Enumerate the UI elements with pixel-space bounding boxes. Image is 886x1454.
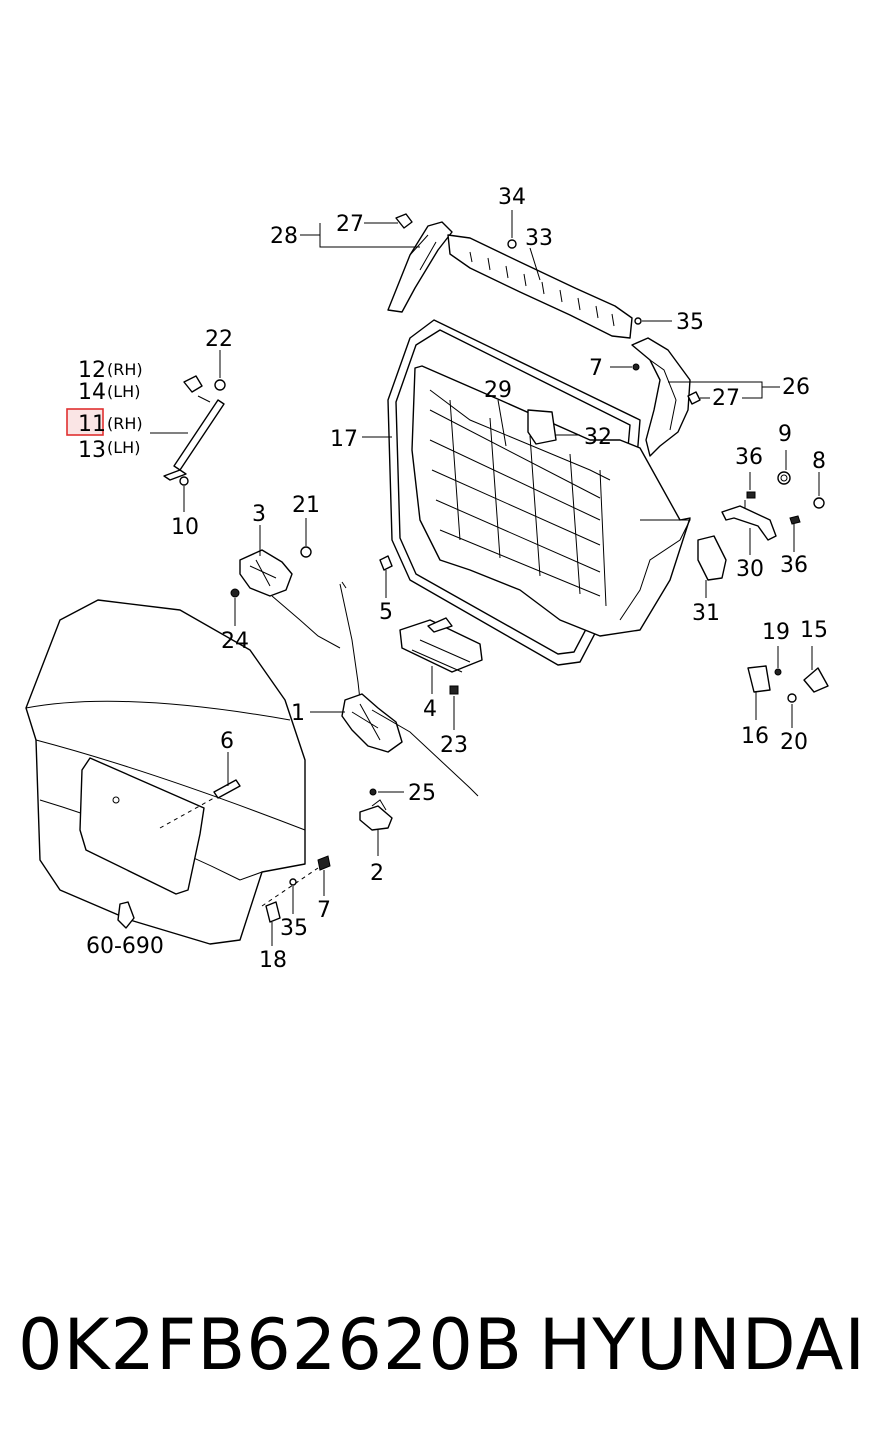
callout-labels: 34 33 27 28 35 22 12 (RH) 14 (LH) 11 (RH…: [78, 185, 828, 973]
label-29: 29: [484, 378, 512, 403]
leader-29: [497, 399, 507, 447]
label-26: 26: [782, 375, 810, 400]
screw-19: [774, 668, 782, 676]
gas-strut-11: [163, 395, 225, 481]
screw-20: [787, 693, 797, 703]
label-18: 18: [259, 948, 287, 973]
label-8: 8: [812, 449, 826, 474]
label-34: 34: [498, 185, 526, 210]
label-3: 3: [252, 502, 266, 527]
label-12-side: (RH): [107, 360, 143, 379]
label-24: 24: [221, 629, 249, 654]
bumper-18: [265, 901, 281, 923]
bumper-16: [747, 665, 771, 693]
label-36-top: 36: [735, 445, 763, 470]
screw-36-bottom: [789, 515, 801, 525]
cover-31: [697, 535, 727, 581]
pull-handle-30: [721, 505, 777, 541]
part-number: 0K2FB62620B: [18, 1304, 523, 1386]
label-13: 13: [78, 438, 106, 463]
screw-25: [369, 788, 377, 796]
label-5: 5: [379, 600, 393, 625]
label-31: 31: [692, 601, 720, 626]
label-36-bottom: 36: [780, 553, 808, 578]
label-19: 19: [762, 620, 790, 645]
label-25: 25: [408, 781, 436, 806]
label-28: 28: [270, 224, 298, 249]
screw-7-bottom: [317, 855, 331, 871]
label-27-side: 27: [712, 386, 740, 411]
leader-bolt-dash: [261, 867, 319, 907]
screw-35-bottom: [289, 878, 297, 886]
striker-2: [359, 799, 393, 831]
label-10: 10: [171, 515, 199, 540]
leader-28: [300, 223, 420, 248]
screw-35-top: [634, 317, 642, 325]
label-60-690: 60-690: [86, 934, 164, 959]
label-4: 4: [423, 697, 437, 722]
label-2: 2: [370, 861, 384, 886]
label-35-bottom: 35: [280, 916, 308, 941]
label-21: 21: [292, 493, 320, 518]
leader-6-dash: [159, 787, 233, 829]
clip-10: [179, 476, 189, 486]
inner-trim-panel-29: [411, 365, 691, 637]
label-14-side: (LH): [107, 382, 140, 401]
footer: 0K2FB62620B HYUNDAI: [0, 1300, 886, 1400]
screw-24: [230, 588, 240, 598]
label-9: 9: [778, 422, 792, 447]
label-7-bottom: 7: [317, 898, 331, 923]
label-6: 6: [220, 729, 234, 754]
label-7-top: 7: [589, 356, 603, 381]
screw-36-top: [744, 491, 756, 510]
label-30: 30: [736, 557, 764, 582]
highlight-box-11: [66, 408, 104, 436]
screw-34: [507, 239, 517, 249]
handle-4: [399, 617, 483, 673]
label-20: 20: [780, 730, 808, 755]
label-15: 15: [800, 618, 828, 643]
label-35-top: 35: [676, 310, 704, 335]
screw-23: [449, 685, 459, 695]
label-23: 23: [440, 733, 468, 758]
tailgate-shell-60-690: [25, 599, 306, 945]
label-22: 22: [205, 327, 233, 352]
latch-rod: [339, 581, 361, 701]
brand-name: HYUNDAI: [538, 1304, 866, 1386]
nut-8: [813, 497, 825, 509]
label-1: 1: [291, 701, 305, 726]
label-11: 11: [78, 412, 106, 437]
label-16: 16: [741, 724, 769, 749]
nut-21: [300, 546, 312, 558]
leader-26: [668, 381, 780, 399]
label-33: 33: [525, 226, 553, 251]
nut-9: [777, 471, 791, 485]
screw-7-top: [632, 363, 640, 371]
label-17: 17: [330, 427, 358, 452]
label-11-side: (RH): [107, 414, 143, 433]
leader-33: [529, 247, 541, 281]
upper-garnish-33: [447, 234, 633, 339]
strut-bracket-12: [183, 375, 226, 393]
bracket-15: [803, 667, 829, 693]
bolt-6: [213, 779, 241, 799]
clip-27-side: [687, 391, 701, 405]
cover-32: [527, 409, 557, 445]
latch-assembly-1: [341, 693, 479, 797]
label-12: 12: [78, 358, 106, 383]
label-14: 14: [78, 380, 106, 405]
actuator-3: [239, 549, 341, 649]
label-13-side: (LH): [107, 438, 140, 457]
label-32: 32: [584, 425, 612, 450]
label-27-top: 27: [336, 212, 364, 237]
clip-27-top: [395, 213, 413, 229]
side-trim-26: [631, 337, 691, 457]
upper-trim-panel-28: [387, 221, 453, 313]
clip-5: [379, 555, 393, 571]
